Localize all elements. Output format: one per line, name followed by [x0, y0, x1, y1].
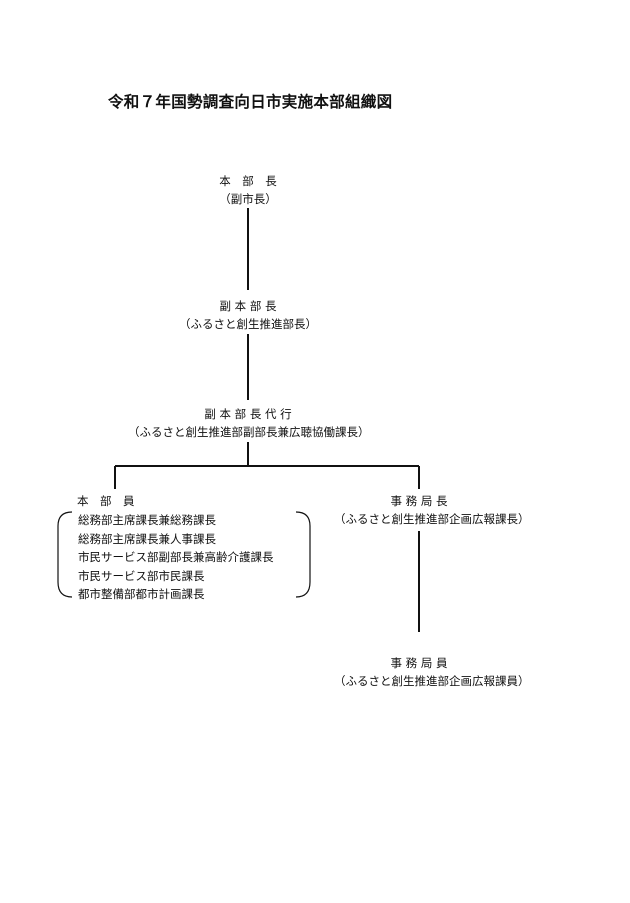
node-secretariat-staff: 事 務 局 員 （ふるさと創生推進部企画広報課員） [334, 654, 530, 690]
member-item: 市民サービス部副部長兼高齢介護課長 [78, 550, 274, 564]
member-item: 総務部主席課長兼総務課長 [78, 513, 216, 527]
node-secretariat-head-title: 事 務 局 長 [390, 494, 448, 508]
node-secretariat-staff-sub: （ふるさと創生推進部企画広報課員） [334, 674, 530, 688]
member-item: 総務部主席課長兼人事課長 [78, 531, 216, 546]
node-members-title: 本 部 員 [77, 494, 135, 508]
node-chief-sub: （副市長） [219, 192, 277, 206]
node-secretariat-staff-title: 事 務 局 員 [390, 656, 448, 670]
node-secretariat-head-sub: （ふるさと創生推進部企画広報課長） [334, 512, 530, 526]
node-deputy: 副 本 部 長 （ふるさと創生推進部長） [168, 297, 328, 333]
node-secretariat-head: 事 務 局 長 （ふるさと創生推進部企画広報課長） [334, 492, 530, 528]
node-deputy-sub: （ふるさと創生推進部長） [179, 317, 317, 331]
members-right-bracket [295, 511, 311, 598]
node-deputy-acting-sub: （ふるさと創生推進部副部長兼広聴協働課長） [128, 425, 370, 439]
member-item: 市民サービス部市民課長 [78, 568, 205, 583]
node-members: 本 部 員 [55, 492, 175, 510]
node-deputy-acting: 副 本 部 長 代 行 （ふるさと創生推進部副部長兼広聴協働課長） [128, 405, 370, 441]
members-left-bracket [57, 511, 73, 598]
node-deputy-acting-title: 副 本 部 長 代 行 [204, 407, 292, 421]
node-chief-title: 本 部 長 [219, 174, 277, 188]
member-item: 都市整備部都市計画課長 [78, 587, 205, 601]
members-list: 総務部主席課長兼総務課長 総務部主席課長兼人事課長 市民サービス部副部長兼高齢介… [78, 511, 274, 604]
node-chief: 本 部 長 （副市長） [188, 172, 308, 208]
chart-title: 令和７年国勢調査向日市実施本部組織図 [108, 93, 393, 111]
node-deputy-title: 副 本 部 長 [219, 299, 277, 313]
